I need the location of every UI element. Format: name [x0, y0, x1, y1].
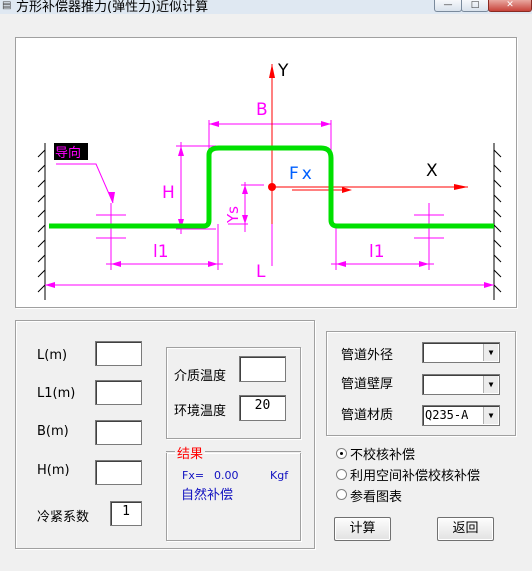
cold-tension-input[interactable]: 1 — [110, 501, 142, 526]
axis-x-label: X — [426, 161, 438, 181]
window-title: 方形补偿器推力(弹性力)近似计算 — [16, 0, 209, 15]
dim-ys-label: Ys — [224, 206, 242, 224]
pipe-material-select[interactable]: Q235-A ▼ — [422, 405, 500, 426]
option-space-check-radio[interactable] — [336, 469, 347, 480]
length-l-input[interactable] — [95, 341, 142, 366]
medium-temp-label: 介质温度 — [174, 369, 227, 384]
env-temp-input[interactable]: 20 — [239, 395, 286, 421]
dim-b-label: B — [256, 100, 268, 120]
result-frame-top-right — [205, 451, 301, 452]
length-l-label: L(m) — [37, 348, 68, 363]
height-h-input[interactable] — [95, 460, 142, 485]
result-title: 结果 — [176, 443, 205, 462]
left-wall-hatch — [37, 149, 46, 293]
back-button[interactable]: 返回 — [437, 517, 494, 541]
compensator-diagram: Y X Fx 导向 B H Ys l1 l1 L — [15, 37, 517, 308]
right-wall-hatch — [493, 149, 502, 293]
result-frame-top-left — [166, 451, 175, 452]
width-b-input[interactable] — [95, 420, 142, 445]
dim-l1-left-label: l1 — [153, 242, 169, 262]
fx-value: 0.00 — [214, 469, 239, 482]
env-temp-label: 环境温度 — [174, 404, 227, 419]
pipe-wall-label: 管道壁厚 — [341, 377, 394, 392]
option-no-check-radio[interactable] — [336, 448, 347, 459]
dim-l1-right-label: l1 — [369, 242, 385, 262]
maximize-button[interactable]: □ — [461, 0, 489, 12]
pipe-od-select[interactable]: ▼ — [422, 342, 500, 363]
cold-tension-label: 冷紧系数 — [37, 510, 90, 525]
guide-label-box — [54, 143, 88, 160]
length-l1-label: L1(m) — [37, 386, 76, 401]
height-h-label: H(m) — [37, 463, 70, 478]
title-bar — [0, 0, 532, 14]
dimensions-panel — [15, 320, 315, 549]
origin-point — [268, 183, 276, 191]
pipe-od-label: 管道外径 — [341, 348, 394, 363]
dimension-arrows — [45, 121, 494, 288]
chevron-down-icon[interactable]: ▼ — [483, 376, 498, 393]
diagram-svg: Y X Fx 导向 B H Ys l1 l1 L — [37, 61, 502, 300]
dimension-lines — [45, 120, 494, 286]
pipe-wall-select[interactable]: ▼ — [422, 374, 500, 395]
chevron-down-icon[interactable]: ▼ — [483, 407, 498, 424]
chevron-down-icon[interactable]: ▼ — [483, 344, 498, 361]
dim-h-label: H — [162, 183, 175, 203]
force-label: Fx — [289, 164, 315, 184]
option-no-check-label[interactable]: 不校核补偿 — [350, 448, 416, 463]
pipe-material-label: 管道材质 — [341, 408, 394, 423]
result-status: 自然补偿 — [181, 488, 234, 503]
length-l1-input[interactable] — [95, 380, 142, 405]
fx-unit: Kgf — [270, 469, 289, 482]
calculate-button[interactable]: 计算 — [334, 517, 391, 541]
pipe-material-value: Q235-A — [425, 408, 469, 422]
close-button[interactable]: ✕ — [488, 0, 532, 12]
result-panel — [166, 453, 301, 541]
axis-y-label: Y — [277, 61, 289, 81]
axis-arrows — [268, 64, 468, 193]
temperature-panel — [166, 347, 301, 439]
medium-temp-input[interactable] — [239, 356, 286, 382]
option-space-check-label[interactable]: 利用空间补偿校核补偿 — [350, 469, 481, 484]
pipe-panel — [326, 331, 516, 436]
width-b-label: B(m) — [37, 424, 69, 439]
fx-label: Fx= — [182, 469, 205, 482]
app-icon: ▤ — [2, 0, 12, 11]
minimize-button[interactable]: — — [434, 0, 462, 12]
axes — [271, 64, 468, 224]
option-view-chart-radio[interactable] — [336, 489, 347, 500]
guide-label: 导向 — [55, 145, 81, 161]
dim-l-label: L — [256, 262, 266, 282]
pipe-path — [49, 145, 494, 229]
option-view-chart-label[interactable]: 参看图表 — [350, 490, 403, 505]
